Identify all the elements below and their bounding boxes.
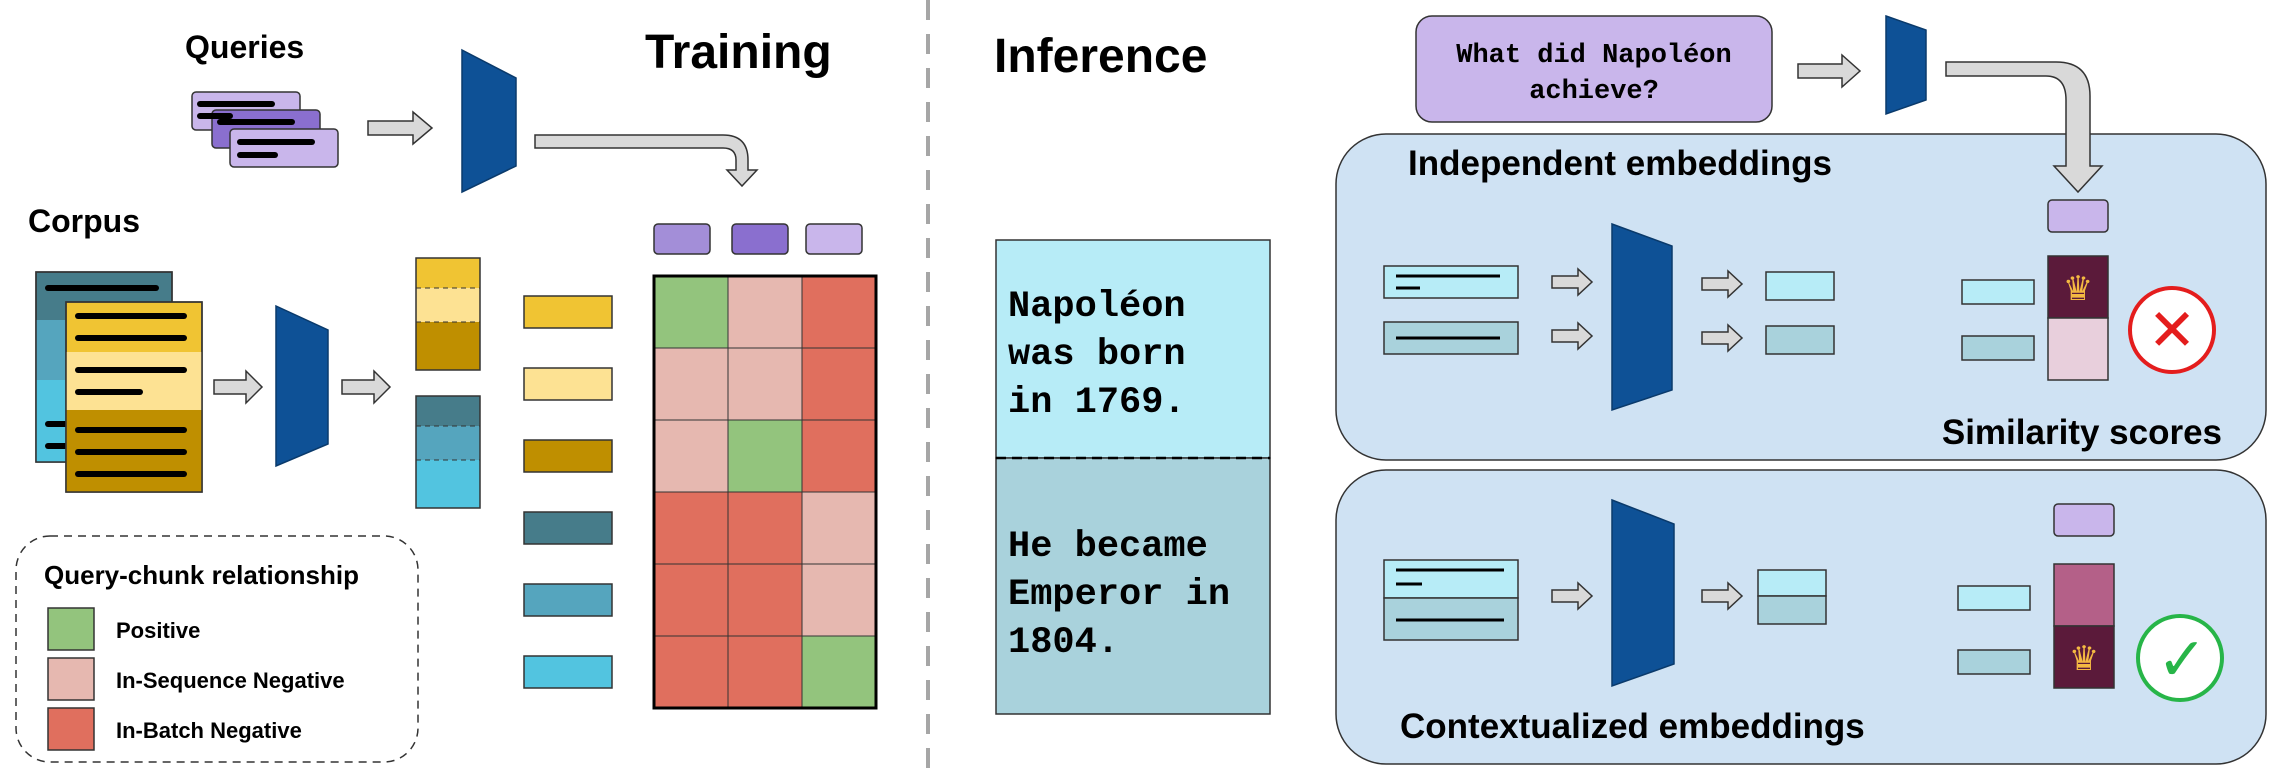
crown-icon-contextual: ♛ [2069,640,2099,678]
chunk-embeddings-column [523,295,613,689]
legend-swatch [47,607,95,651]
contextual-query-embedding [2053,503,2115,537]
legend-label: Positive [116,618,200,643]
chunk-embedding [523,439,613,473]
arrow-chunk1-to-encoder [1551,267,1594,297]
chunk-embedding [523,511,613,545]
independent-score-high [2047,255,2109,319]
crown-icon: ♛ [2063,270,2093,308]
independent-score-low [2047,317,2109,381]
matrix-border [652,274,878,710]
query-embedding [653,223,711,255]
doc-top-line1: Napoléon [1008,286,1186,328]
matrix-cell-seq [727,275,803,349]
corpus-label: Corpus [28,203,140,239]
chunk-embedding [523,655,613,689]
legend: Query-chunk relationship PositiveIn-Sequ… [15,535,419,763]
matrix-cell-batch [801,347,877,421]
chunk-embedding [523,367,613,401]
teal-chunk-embeddings [415,395,481,509]
query-stack [191,91,339,168]
independent-chunk-embedding-1 [1765,271,1835,301]
matrix-cell-batch [727,563,803,637]
contextual-chunk-encoder [1611,498,1675,688]
query-encoder [461,48,517,194]
matrix-cell-batch [653,563,729,637]
yellow-chunk-embeddings [415,257,481,371]
contextualized-label: Contextualized embeddings [1400,707,1865,746]
queries-label: Queries [185,29,304,65]
independent-chunk-encoder [1611,222,1673,412]
query-embedding [731,223,789,255]
arrow-doc-to-context-encoder [1551,581,1594,611]
similarity-label: Similarity scores [1942,413,2222,452]
matrix-cell-seq [801,563,877,637]
legend-swatch [47,707,95,751]
arrow-queries-to-encoder [367,110,434,146]
training-title: Training [645,26,832,79]
doc-top-line2: was born [1008,334,1186,376]
inference-section: Inference What did Napoléon achieve? Nap… [994,14,2267,765]
training-section: Queries Training Corpus [15,26,878,763]
doc-bottom-line1: He became [1008,526,1208,568]
arrow-query-to-encoder [1797,53,1862,89]
doc-bottom-line2: Emperor in [1008,574,1230,616]
matrix-cell-pos [653,275,729,349]
arrow-encoder-to-emb2 [1701,323,1744,353]
doc-bottom-line3: 1804. [1008,622,1119,664]
arrow-corpus-to-encoder [213,369,264,405]
contextual-score-mid [2053,563,2115,627]
chunk-embedding [523,583,613,617]
chunk-embedding [523,295,613,329]
legend-swatch [47,657,95,701]
query-box [1415,15,1773,123]
legend-label: In-Batch Negative [116,718,302,743]
contextualized-embeddings-panel: Contextualized embeddings ♛ ✓ [1335,469,2267,765]
independent-chunk-embedding-2 [1765,325,1835,355]
matrix-cell-batch [727,491,803,565]
doc-top-line3: in 1769. [1008,382,1186,424]
query-text-line1: What did Napoléon [1456,41,1731,71]
arrow-chunk2-to-encoder [1551,321,1594,351]
matrix-cell-batch [801,275,877,349]
corpus-documents [35,271,203,493]
matrix-cell-pos [727,419,803,493]
matrix-cell-batch [727,635,803,709]
document: Napoléon was born in 1769. He became Emp… [995,239,1271,715]
cross-icon: ✕ [2148,298,2197,363]
check-icon: ✓ [2157,626,2207,693]
matrix-cell-batch [653,491,729,565]
query-text-line2: achieve? [1529,77,1659,107]
document-encoder [275,304,329,468]
matrix-cell-batch [801,419,877,493]
query-embedding [805,223,863,255]
inference-title: Inference [994,30,1207,83]
inference-query-encoder [1885,14,1927,116]
matrix-cell-seq [801,491,877,565]
arrow-query-to-scores [1945,61,2104,194]
check-icon-circle [2136,614,2224,702]
arrow-context-encoder-to-emb [1701,581,1744,611]
matrix-cell-batch [653,635,729,709]
arrow-encoder-to-matrix [534,134,759,188]
arrow-encoder-to-chunks [341,369,392,405]
query-embeddings-row [653,223,863,255]
contextual-score-high [2053,625,2115,689]
legend-title: Query-chunk relationship [44,560,359,590]
independent-query-embedding [2047,199,2109,233]
independent-embeddings-panel: Independent embeddings Similarity scores… [1335,133,2267,461]
matrix-cell-pos [801,635,877,709]
similarity-matrix [652,274,878,710]
independent-label: Independent embeddings [1408,144,1832,183]
matrix-cell-seq [653,419,729,493]
matrix-cell-seq [727,347,803,421]
cross-icon-circle [2128,286,2216,374]
matrix-cell-seq [653,347,729,421]
arrow-encoder-to-emb1 [1701,269,1744,299]
legend-label: In-Sequence Negative [116,668,345,693]
